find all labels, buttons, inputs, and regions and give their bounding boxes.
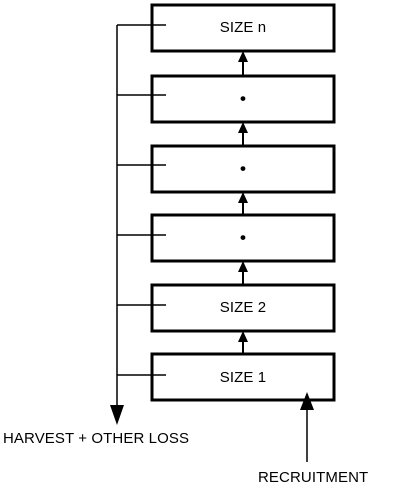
recruitment-arrowhead [300,392,314,410]
size-dot-label-3: • [239,228,247,247]
growth-arrowhead-2-dot3 [238,261,248,272]
growth-arrowhead-dot1-n [238,51,248,62]
size-dot-label-2: • [239,159,247,178]
size-1-label: SIZE 1 [219,369,267,386]
loss-arrowhead [110,405,124,425]
size-dot-label-1: • [239,89,247,108]
growth-arrowhead-dot3-dot2 [238,192,248,203]
growth-arrowhead-dot2-dot1 [238,122,248,133]
recruitment-label: RECRUITMENT [258,469,369,486]
harvest-loss-label: HARVEST + OTHER LOSS [3,430,190,447]
size-2-label: SIZE 2 [219,299,267,316]
growth-arrows [238,51,248,354]
size-n-label: SIZE n [219,19,267,36]
size-dot-box-3 [150,213,336,263]
loss-branches [117,24,166,376]
size-1-box [150,352,336,402]
growth-arrowhead-1-2 [238,331,248,342]
